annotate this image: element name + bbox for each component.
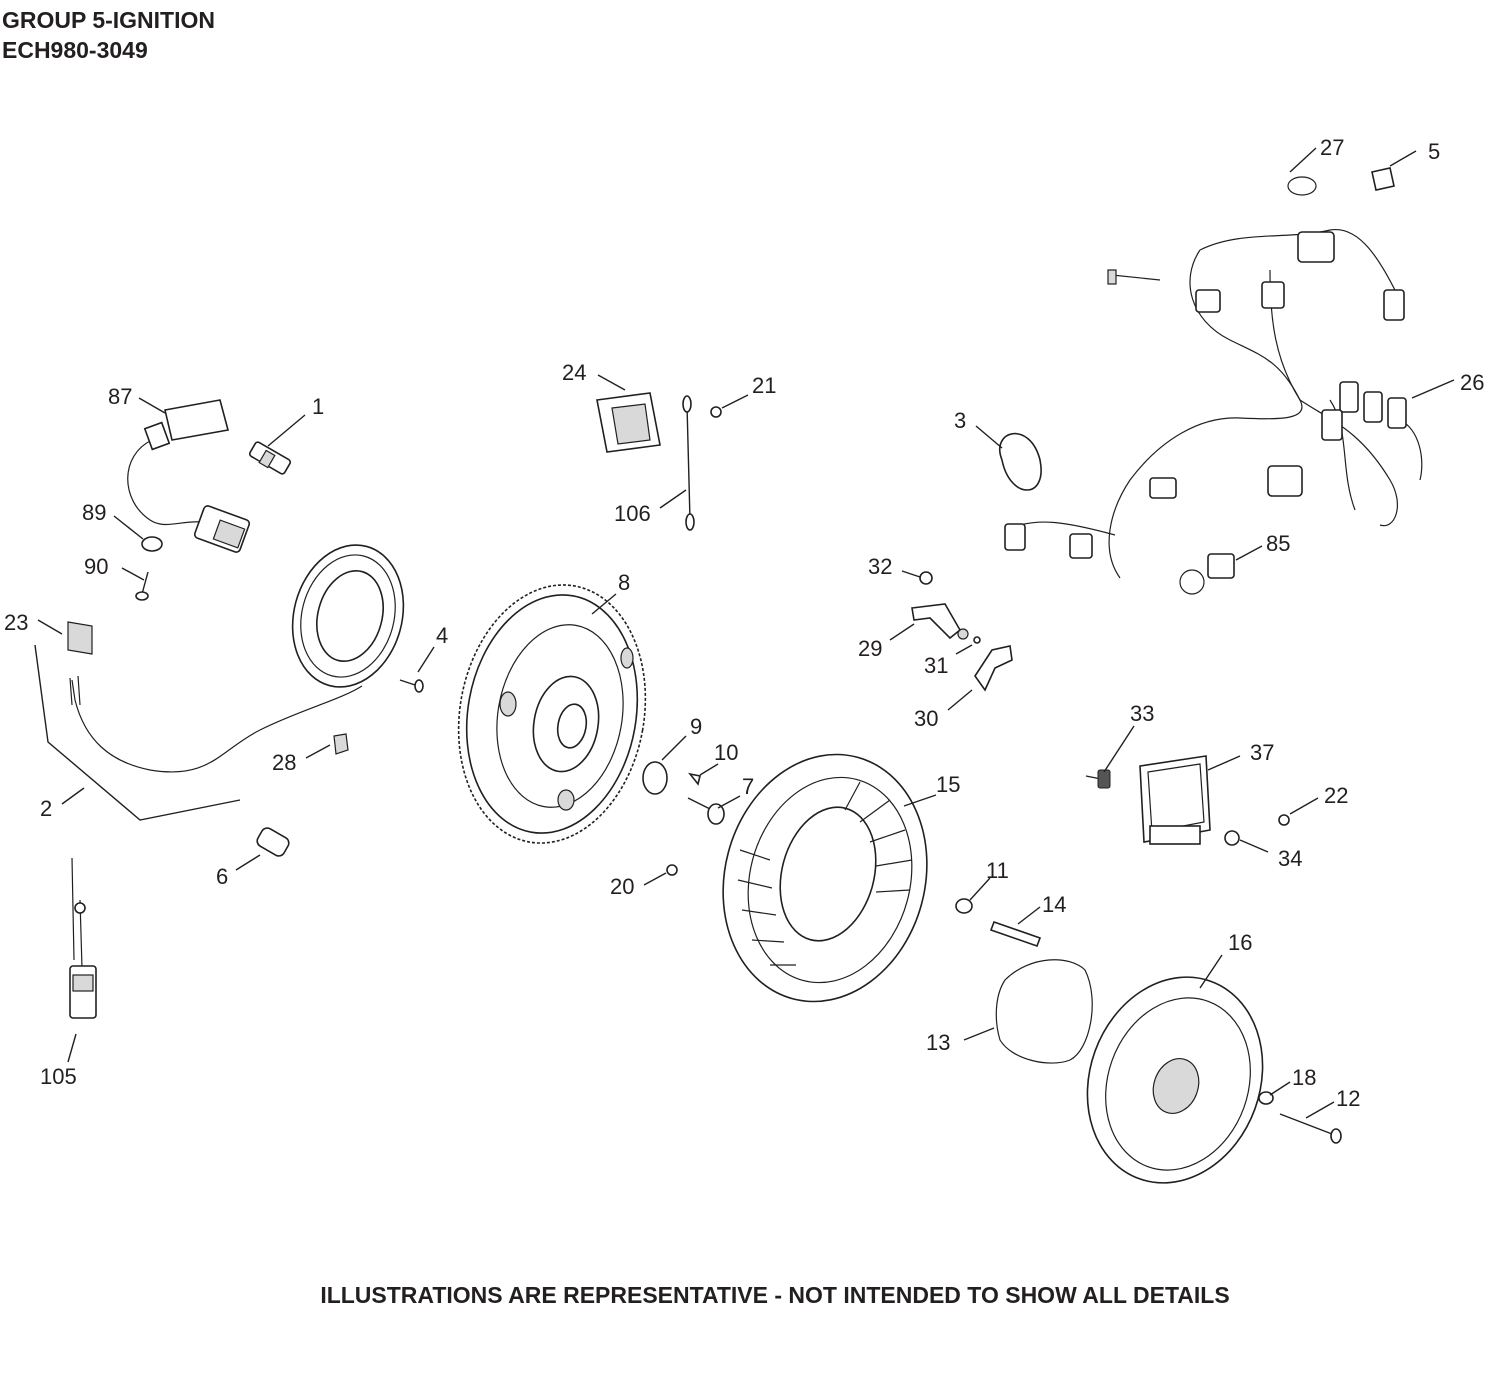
- part-module-24: [596, 392, 661, 453]
- callout-5: 5: [1428, 139, 1440, 164]
- callout-106: 106: [614, 501, 651, 526]
- callout-8: 8: [618, 570, 630, 595]
- part-stud-33: [1085, 769, 1111, 789]
- part-washer-11: [955, 898, 973, 914]
- callout-33: 33: [1130, 701, 1154, 726]
- part-flywheel-8: [457, 584, 647, 844]
- callout-16: 16: [1228, 930, 1252, 955]
- page-title: GROUP 5-IGNITION: [2, 7, 215, 33]
- callout-12: 12: [1336, 1086, 1360, 1111]
- callout-37: 37: [1250, 740, 1274, 765]
- part-bolt-12: [1279, 1113, 1342, 1144]
- part-cover-3: [999, 432, 1042, 491]
- callout-90: 90: [84, 554, 108, 579]
- part-nut-6: [256, 827, 290, 857]
- callout-11: 11: [986, 858, 1009, 883]
- callout-27: 27: [1320, 135, 1344, 160]
- callout-34: 34: [1278, 846, 1302, 871]
- part-ecu-37: [1139, 755, 1211, 845]
- part-screw-32: [919, 571, 933, 585]
- part-bolt-7: [687, 797, 725, 825]
- part-connector-85: [1179, 553, 1235, 595]
- part-plate-23: [67, 621, 93, 655]
- part-screw-22: [1278, 814, 1290, 826]
- part-ignition-coil-87: [127, 399, 251, 553]
- part-clip-89: [141, 536, 163, 552]
- callout-26: 26: [1460, 370, 1484, 395]
- callout-9: 9: [690, 714, 702, 739]
- part-screw-20: [666, 864, 678, 876]
- part-fan-15: [722, 753, 928, 1003]
- callout-105: 105: [40, 1064, 77, 1089]
- part-stator-2: [34, 544, 405, 821]
- disclaimer-footer: ILLUSTRATIONS ARE REPRESENTATIVE - NOT I…: [320, 1282, 1230, 1308]
- callout-85: 85: [1266, 531, 1290, 556]
- part-bracket-30: [974, 645, 1013, 692]
- part-key-28: [333, 733, 349, 755]
- part-sensor-29: [911, 603, 969, 640]
- part-washer-18: [1258, 1091, 1274, 1105]
- part-spark-plug-1: [248, 441, 292, 475]
- part-washer-31: [973, 636, 981, 644]
- callout-2: 2: [40, 796, 52, 821]
- part-ground-strap-106: [682, 395, 695, 531]
- part-screw-4: [399, 679, 424, 693]
- part-washer-9: [642, 761, 668, 795]
- callout-20: 20: [610, 874, 634, 899]
- callout-13: 13: [926, 1030, 950, 1055]
- callout-3: 3: [954, 408, 966, 433]
- part-screw-21: [710, 406, 722, 418]
- callout-29: 29: [858, 636, 882, 661]
- callout-21: 21: [752, 373, 776, 398]
- callout-22: 22: [1324, 783, 1348, 808]
- callout-18: 18: [1292, 1065, 1316, 1090]
- callout-6: 6: [216, 864, 228, 889]
- callout-4: 4: [436, 623, 448, 648]
- part-gasket-13: [995, 959, 1093, 1064]
- callout-10: 10: [714, 740, 738, 765]
- callout-89: 89: [82, 500, 106, 525]
- part-clamp-27: [1287, 176, 1317, 196]
- part-wiring-harness-26: [1004, 229, 1423, 579]
- callout-15: 15: [936, 772, 960, 797]
- callout-7: 7: [742, 774, 754, 799]
- callout-28: 28: [272, 750, 296, 775]
- part-clip-5: [1371, 167, 1395, 191]
- callout-24: 24: [562, 360, 586, 385]
- callout-30: 30: [914, 706, 938, 731]
- callout-1: 1: [312, 394, 324, 419]
- callout-23: 23: [4, 610, 28, 635]
- callout-labels: 87 1 89 90 23 4 2 28 6 105 24 21 106 8 9…: [4, 135, 1484, 1111]
- part-sensor-lead-105: [69, 857, 97, 1019]
- part-key-10: [688, 772, 701, 786]
- callout-14: 14: [1042, 892, 1066, 917]
- callout-32: 32: [868, 554, 892, 579]
- part-pin-14: [989, 920, 1042, 948]
- callout-87: 87: [108, 384, 132, 409]
- part-cover-16: [1086, 976, 1264, 1184]
- leader-lines: [37, 147, 1455, 1119]
- part-screw-90: [135, 571, 149, 601]
- part-nut-34: [1224, 830, 1240, 846]
- model-number: ECH980-3049: [2, 37, 148, 63]
- callout-31: 31: [924, 653, 948, 678]
